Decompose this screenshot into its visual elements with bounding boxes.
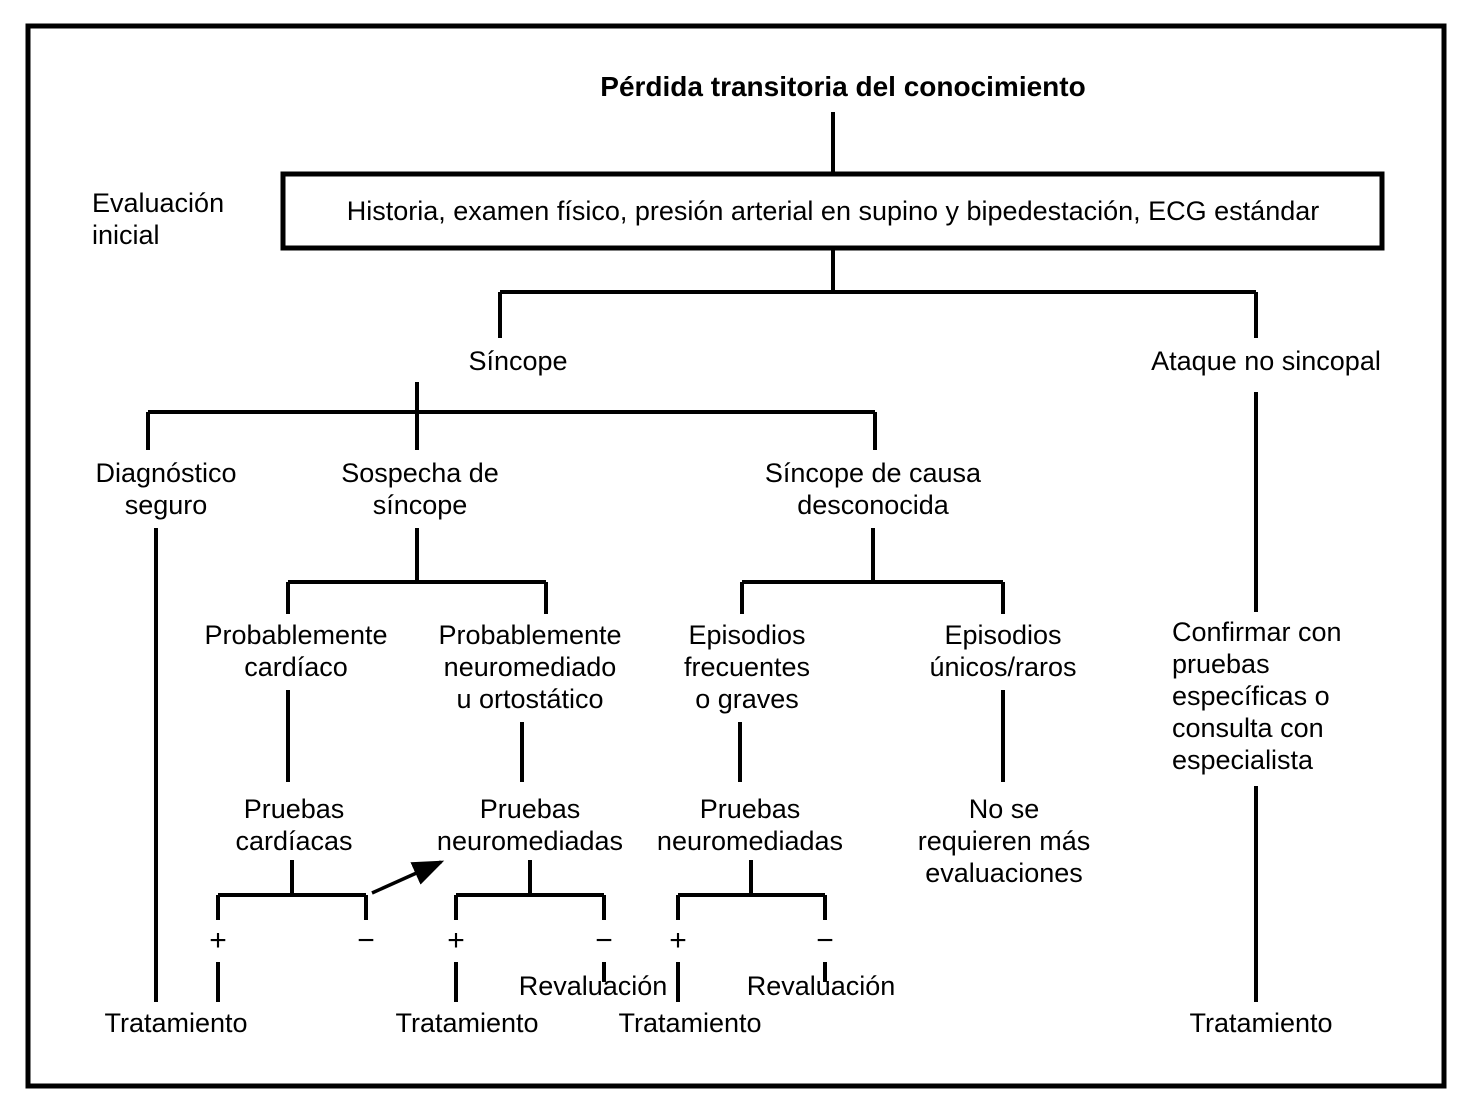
- node-suspected-syncope-line1: Sospecha de: [341, 458, 499, 488]
- node-syncope: Síncope: [468, 346, 567, 376]
- outcome-treatment-non-syncopal: Tratamiento: [1189, 1008, 1332, 1038]
- node-neuro-tests-a-line2: neuromediadas: [437, 826, 623, 856]
- arrow-cardiac-negative-to-neuro-tests: [371, 860, 445, 895]
- node-probably-neuro-line1: Probablemente: [438, 620, 621, 650]
- node-probably-cardiac-line2: cardíaco: [244, 652, 348, 682]
- node-probably-neuro-line2: neuromediado: [444, 652, 617, 682]
- node-confirm-specialist-line4: consulta con: [1172, 713, 1324, 743]
- node-no-more-eval-line1: No se: [969, 794, 1040, 824]
- stage-label-initial-evaluation-line2: inicial: [92, 220, 160, 250]
- outcome-treatment-neuro-a-positive: Tratamiento: [618, 1008, 761, 1038]
- node-no-more-eval-line2: requieren más: [918, 826, 1091, 856]
- outcome-treatment-cardiac-positive: Tratamiento: [395, 1008, 538, 1038]
- node-suspected-syncope-line2: síncope: [373, 490, 468, 520]
- node-confirm-specialist-line5: especialista: [1172, 745, 1314, 775]
- outcome-reevaluation-neuro-a: Revaluación: [519, 971, 668, 1001]
- node-cardiac-tests-line2: cardíacas: [235, 826, 352, 856]
- sign-neuro-b-positive: +: [669, 924, 687, 957]
- node-probably-cardiac-line1: Probablemente: [204, 620, 387, 650]
- node-frequent-episodes-line2: frecuentes: [684, 652, 810, 682]
- sign-neuro-b-negative: −: [816, 924, 834, 957]
- sign-cardiac-positive: +: [209, 924, 227, 957]
- node-neuro-tests-a-line1: Pruebas: [480, 794, 581, 824]
- diagram-title: Pérdida transitoria del conocimiento: [600, 71, 1085, 102]
- node-neuro-tests-b-line2: neuromediadas: [657, 826, 843, 856]
- outcome-reevaluation-neuro-b: Revaluación: [747, 971, 896, 1001]
- node-frequent-episodes-line1: Episodios: [688, 620, 805, 650]
- sign-cardiac-negative: −: [357, 924, 375, 957]
- node-unknown-cause-line1: Síncope de causa: [765, 458, 982, 488]
- stage-label-initial-evaluation-line1: Evaluación: [92, 188, 224, 218]
- node-confirm-specialist-line2: pruebas: [1172, 649, 1270, 679]
- node-probably-neuro-line3: u ortostático: [456, 684, 603, 714]
- node-cardiac-tests-line1: Pruebas: [244, 794, 345, 824]
- node-single-rare-episodes-line1: Episodios: [944, 620, 1061, 650]
- node-no-more-eval-line3: evaluaciones: [925, 858, 1083, 888]
- sign-neuro-a-negative: −: [595, 924, 613, 957]
- node-single-rare-episodes-line2: únicos/raros: [929, 652, 1076, 682]
- node-confirm-specialist-line1: Confirmar con: [1172, 617, 1342, 647]
- node-confirm-specialist-line3: específicas o: [1172, 681, 1330, 711]
- node-non-syncopal-attack: Ataque no sincopal: [1151, 346, 1381, 376]
- node-frequent-episodes-line3: o graves: [695, 684, 799, 714]
- sign-neuro-a-positive: +: [447, 924, 465, 957]
- node-certain-diagnosis-line1: Diagnóstico: [95, 458, 236, 488]
- figure-border: [25, 23, 1447, 1089]
- node-certain-diagnosis-line2: seguro: [125, 490, 208, 520]
- node-unknown-cause-line2: desconocida: [797, 490, 950, 520]
- node-neuro-tests-b-line1: Pruebas: [700, 794, 801, 824]
- initial-evaluation-text: Historia, examen físico, presión arteria…: [347, 196, 1320, 226]
- outcome-treatment-certain-diagnosis: Tratamiento: [104, 1008, 247, 1038]
